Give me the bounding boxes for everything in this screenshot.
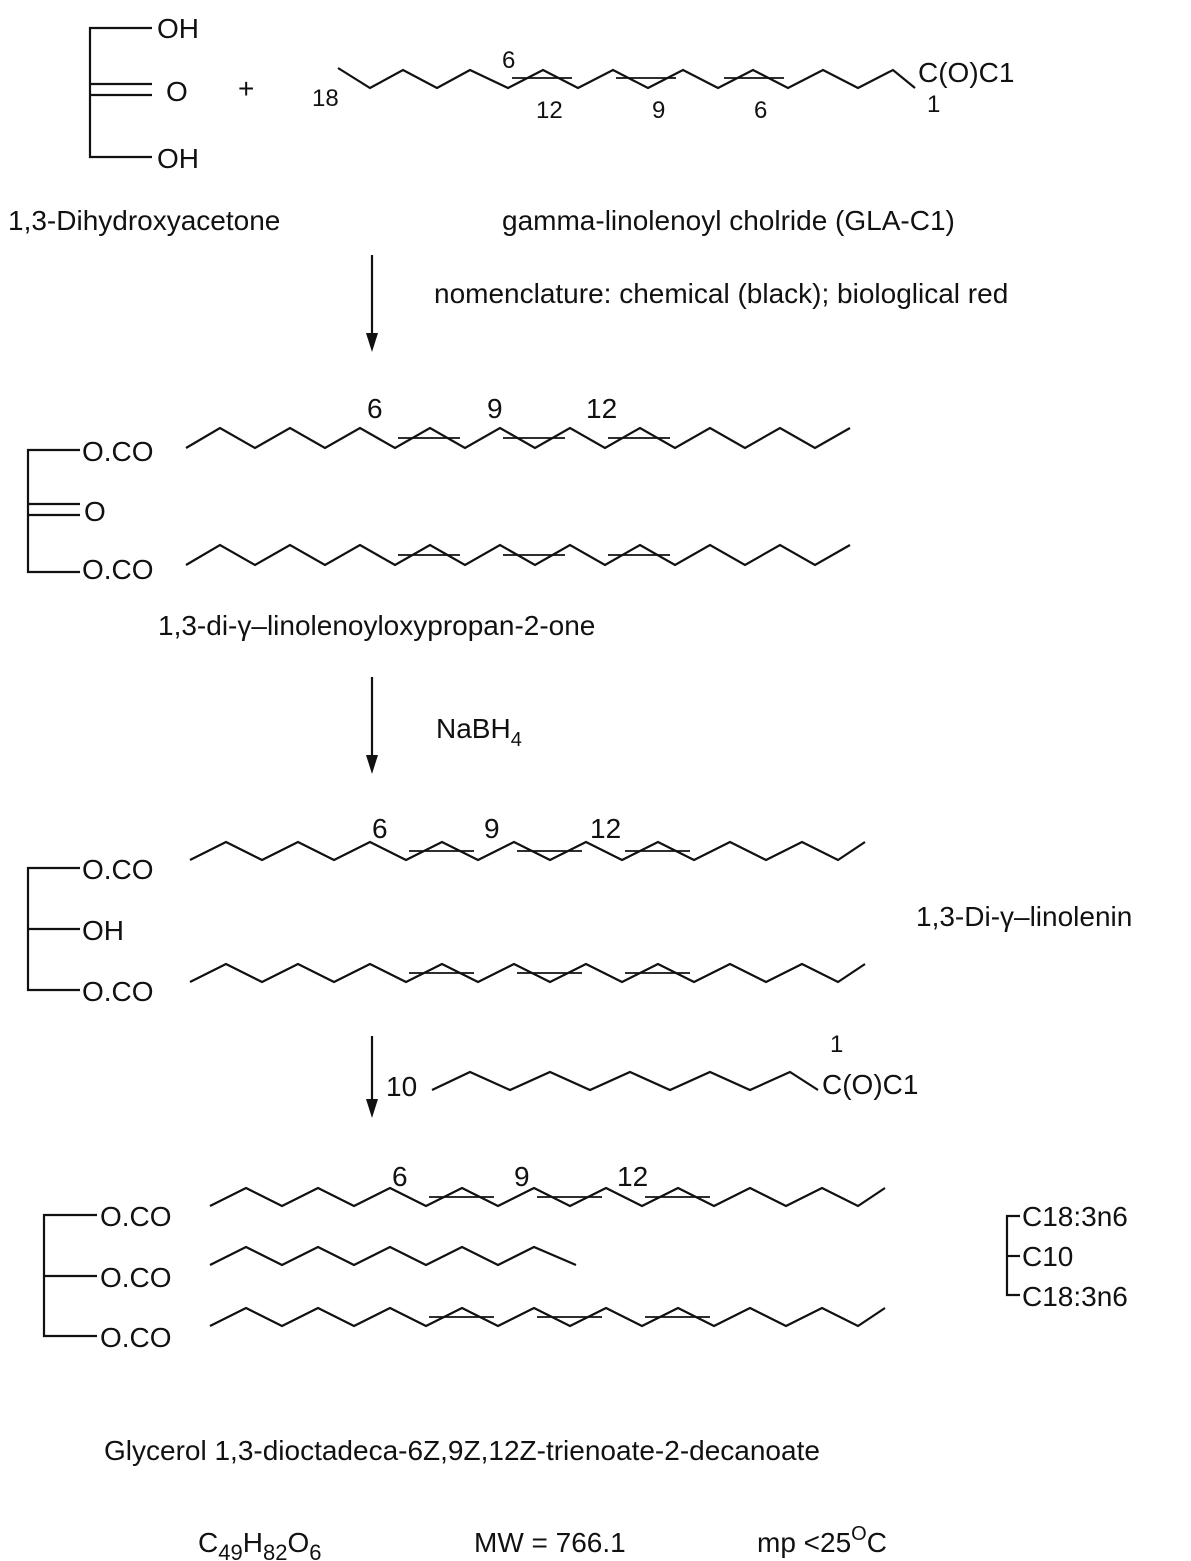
gla-chloride-structure: C(O)C1 18 1 6 12 9 6 — [312, 47, 1014, 124]
product-name: Glycerol 1,3-dioctadeca-6Z,9Z,12Z-trieno… — [104, 1435, 820, 1466]
int2-ester-bottom: O.CO — [82, 976, 154, 1007]
plus-sign: + — [238, 73, 254, 104]
reaction-arrow-3 — [366, 1036, 378, 1118]
reaction-arrow-2 — [366, 677, 378, 774]
product-label-12: 12 — [617, 1161, 648, 1192]
product-mp: mp <25OC — [757, 1523, 887, 1558]
gla-label-6: 6 — [754, 97, 767, 124]
int2-label-9: 9 — [484, 813, 500, 844]
int1-ketone-o: O — [84, 496, 106, 527]
chain-code-bracket: C18:3n6 C10 C18:3n6 — [1005, 1201, 1128, 1312]
intermediate-1-structure: O.CO O O.CO 6 9 12 — [26, 393, 851, 585]
int1-ester-top: O.CO — [82, 436, 154, 467]
int2-oh: OH — [82, 915, 124, 946]
product-label-6: 6 — [392, 1161, 408, 1192]
reagent-nabh4: NaBH4 — [436, 713, 522, 751]
intermediate-2-structure: O.CO OH O.CO 6 9 12 — [26, 813, 866, 1007]
product-mw: MW = 766.1 — [474, 1527, 626, 1558]
product-formula: C49H82O6 — [198, 1527, 321, 1561]
dha-oh-bottom: OH — [157, 143, 199, 174]
decanoyl-omega-label: 10 — [386, 1071, 417, 1102]
chain-code-middle: C10 — [1022, 1241, 1073, 1272]
product-ester-bottom: O.CO — [100, 1322, 172, 1353]
product-structure: O.CO O.CO O.CO 6 9 12 — [42, 1161, 886, 1353]
product-ester-middle: O.CO — [100, 1262, 172, 1293]
nomenclature-note: nomenclature: chemical (black); biologli… — [434, 278, 1008, 309]
int1-label-12: 12 — [586, 393, 617, 424]
gla-bio-label: 6 — [502, 47, 515, 74]
intermediate-1-name: 1,3-di-γ–linolenoyloxypropan-2-one — [158, 610, 595, 641]
dha-oh-top: OH — [157, 13, 199, 44]
gla-chloride-name: gamma-linolenoyl cholride (GLA-C1) — [502, 205, 955, 236]
int1-label-6: 6 — [367, 393, 383, 424]
dha-carbonyl-o: O — [166, 76, 188, 107]
int2-ester-top: O.CO — [82, 854, 154, 885]
gla-c1-label: 1 — [927, 91, 940, 118]
dihydroxyacetone-structure: OH O OH — [88, 13, 199, 174]
dha-name: 1,3-Dihydroxyacetone — [8, 205, 280, 236]
gla-acyl-chloride: C(O)C1 — [918, 57, 1014, 88]
intermediate-2-name: 1,3-Di-γ–linolenin — [916, 901, 1132, 932]
reaction-arrow-1 — [366, 255, 378, 352]
product-label-9: 9 — [514, 1161, 530, 1192]
decanoyl-c1-label: 1 — [830, 1031, 843, 1058]
gla-omega-label: 18 — [312, 85, 339, 112]
int2-label-12: 12 — [590, 813, 621, 844]
gla-label-9: 9 — [652, 97, 665, 124]
int1-label-9: 9 — [487, 393, 503, 424]
decanoyl-chloride-structure: 10 1 C(O)C1 — [386, 1031, 918, 1102]
gla-label-12: 12 — [536, 97, 563, 124]
chain-code-bottom: C18:3n6 — [1022, 1281, 1128, 1312]
decanoyl-acyl-chloride: C(O)C1 — [822, 1069, 918, 1100]
chain-code-top: C18:3n6 — [1022, 1201, 1128, 1232]
int2-label-6: 6 — [372, 813, 388, 844]
product-ester-top: O.CO — [100, 1201, 172, 1232]
int1-ester-bottom: O.CO — [82, 554, 154, 585]
